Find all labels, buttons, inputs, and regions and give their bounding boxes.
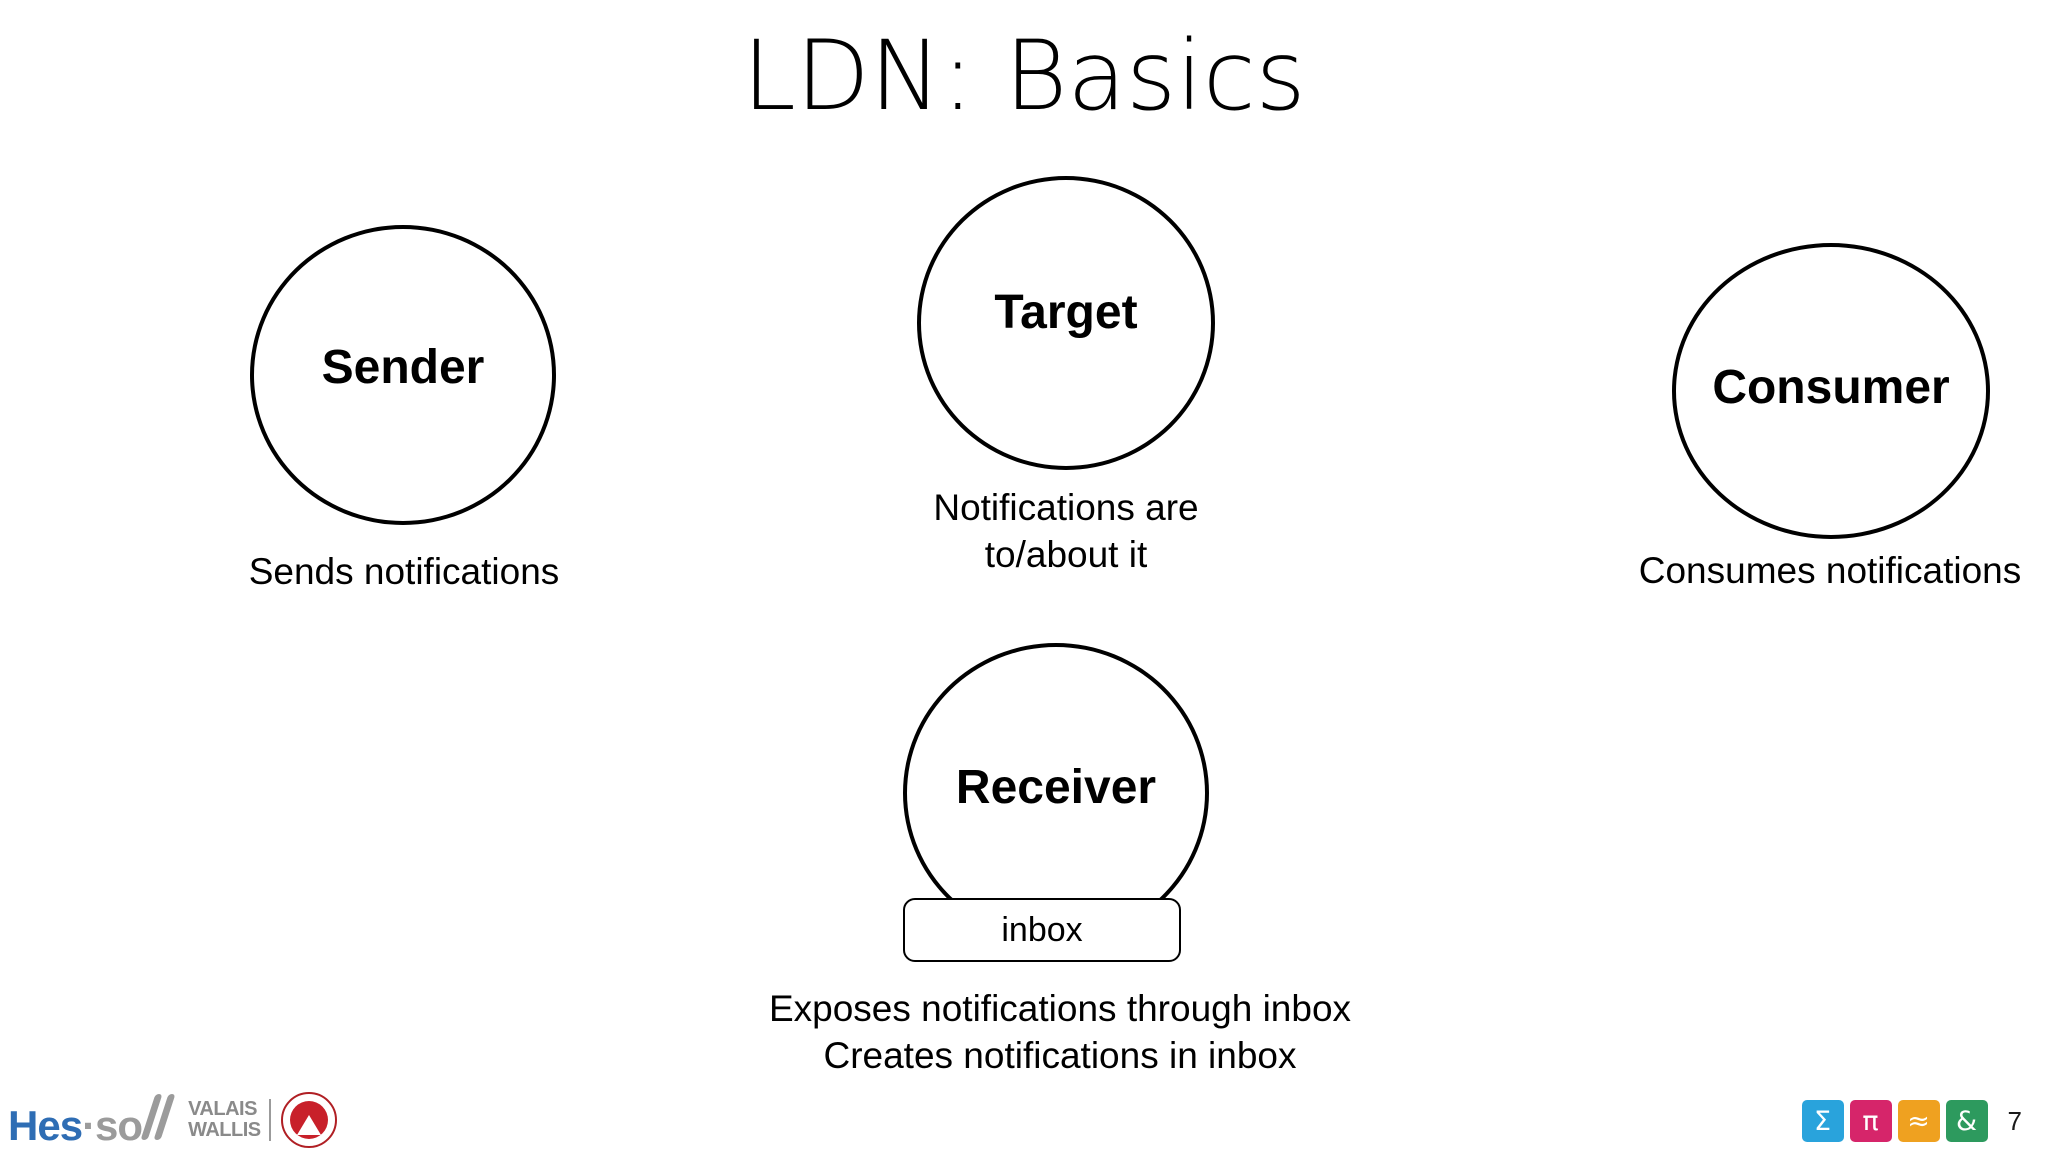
target-caption-line-2: to/about it xyxy=(984,534,1148,575)
so-text: ·so xyxy=(82,1101,143,1149)
page-number: 7 xyxy=(2007,1105,2022,1136)
valais-excellence-seal-icon xyxy=(280,1092,337,1148)
receiver-caption-line-2: Creates notifications in inbox xyxy=(823,1035,1297,1076)
valais-line: VALAIS xyxy=(188,1098,257,1120)
sender-label: Sender xyxy=(321,341,485,394)
approx-icon[interactable]: ≈ xyxy=(1897,1100,1940,1142)
hes-text: Hes xyxy=(8,1101,83,1149)
sigma-icon[interactable]: Σ xyxy=(1801,1100,1844,1142)
inbox-label: inbox xyxy=(1001,911,1083,949)
receiver-label: Receiver xyxy=(955,761,1157,814)
double-slash-icon xyxy=(140,1093,182,1140)
sender-caption: Sends notifications xyxy=(248,551,560,592)
valais-wallis-text: VALAIS WALLIS xyxy=(188,1099,271,1141)
sender-circle xyxy=(250,225,556,525)
wallis-line: WALLIS xyxy=(188,1119,261,1141)
footer-icon-strip: Σ π ≈ & 7 xyxy=(1801,1100,2022,1142)
consumer-label: Consumer xyxy=(1712,361,1950,414)
target-caption: Notifications are to/about it xyxy=(846,484,1286,578)
target-circle xyxy=(917,176,1215,470)
inbox-box: inbox xyxy=(903,898,1181,962)
target-label: Target xyxy=(994,286,1138,339)
receiver-caption: Exposes notifications through inbox Crea… xyxy=(700,985,1420,1079)
ampersand-icon[interactable]: & xyxy=(1945,1100,1988,1142)
pi-icon[interactable]: π xyxy=(1849,1100,1892,1142)
receiver-circle xyxy=(903,643,1209,943)
consumer-caption: Consumes notifications xyxy=(1638,550,2022,591)
consumer-circle xyxy=(1672,243,1990,539)
page-title: LDN: Basics xyxy=(742,20,1306,132)
target-caption-line-1: Notifications are xyxy=(933,487,1199,528)
hes-so-valais-wallis-logo: Hes ·so VALAIS WALLIS xyxy=(8,1092,337,1148)
hes-so-wordmark: Hes ·so xyxy=(8,1093,182,1149)
receiver-caption-line-1: Exposes notifications through inbox xyxy=(768,988,1352,1029)
